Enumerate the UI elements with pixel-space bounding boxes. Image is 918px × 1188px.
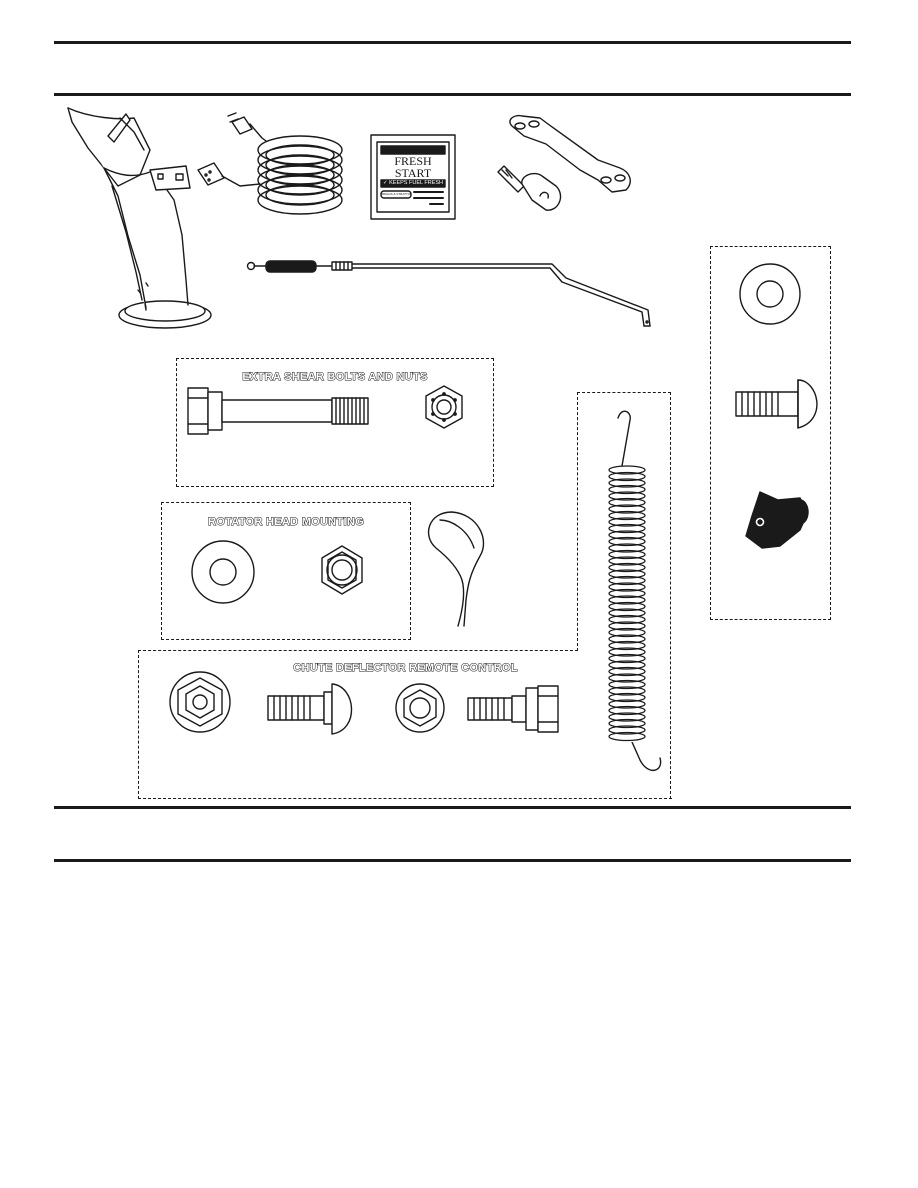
spring-coil	[608, 725, 646, 735]
spring-coil	[608, 569, 646, 579]
fuel-stabilizer-icon	[370, 134, 456, 220]
spring-coil	[608, 601, 646, 612]
carriage-bolt-icon	[267, 683, 353, 735]
hex-nut-icon	[425, 385, 463, 429]
spring-coil	[608, 640, 646, 651]
hex-nut-icon	[395, 683, 445, 733]
spring-coil	[608, 523, 646, 534]
spring-coil	[608, 718, 646, 729]
spring-coil	[608, 497, 646, 508]
fuel-package-line1: FRESH	[394, 154, 432, 168]
knob-icon	[745, 491, 809, 549]
chute-icon	[67, 107, 212, 329]
spring-coil	[608, 712, 646, 722]
spring-coil	[608, 549, 646, 560]
spring-coil	[608, 562, 646, 573]
spring-coil	[608, 666, 646, 677]
chute-deflector-box: CHUTE DEFLECTOR REMOTE CONTROL	[138, 650, 672, 799]
spring-coil	[608, 478, 646, 488]
spring-coil	[608, 686, 646, 696]
chute-deflector-title: CHUTE DEFLECTOR REMOTE CONTROL	[293, 662, 518, 675]
flat-washer-icon	[739, 263, 801, 325]
lock-nut-icon	[321, 545, 363, 595]
spring-coil	[608, 543, 646, 553]
spring-coil	[608, 705, 646, 716]
spring-coil	[608, 491, 646, 501]
spring-coil	[608, 627, 646, 638]
spring-coil	[608, 647, 646, 657]
spring-coil	[608, 556, 646, 566]
knob-parts-box	[710, 246, 831, 620]
hex-nut-icon	[169, 671, 231, 733]
shear-bolts-box: EXTRA SHEAR BOLTS AND NUTS	[176, 358, 494, 487]
spring-coil	[608, 575, 646, 586]
spring-coil	[608, 634, 646, 644]
extension-cord-icon	[197, 112, 343, 215]
spring-box-top-edge	[577, 392, 671, 393]
hairpin-clip-icon	[427, 511, 485, 627]
rotator-title: ROTATOR HEAD MOUNTING	[207, 516, 364, 529]
spring-coil	[608, 595, 646, 605]
spring-coil	[608, 484, 646, 495]
spring-box-right-edge	[670, 392, 671, 799]
spring-coil	[608, 510, 646, 521]
spring-coil	[608, 673, 646, 683]
spring-coil	[608, 504, 646, 514]
fuel-package-line2: START	[394, 166, 432, 180]
hex-bolt-icon	[467, 685, 559, 733]
hex-bolt-icon	[187, 387, 369, 435]
spring-box-left-edge	[577, 392, 578, 651]
spring-coil	[608, 621, 646, 631]
header-rule	[54, 93, 851, 96]
carriage-bolt-icon	[735, 379, 818, 429]
rotator-box: ROTATOR HEAD MOUNTING	[161, 502, 411, 640]
spring-coil	[608, 536, 646, 547]
spring-coil	[608, 731, 646, 742]
ignition-key-icon	[497, 165, 562, 211]
spring-coil	[608, 582, 646, 592]
spring-coil	[608, 692, 646, 703]
spring-coil	[608, 679, 646, 690]
fuel-package-tagline: ✓ KEEPS FUEL FRESH	[382, 180, 444, 186]
spring-coil	[608, 517, 646, 527]
shift-rod-icon	[246, 260, 651, 327]
chute-box-top-edge	[138, 650, 578, 651]
footer-rule-top	[54, 806, 851, 809]
spring-coils	[608, 465, 646, 742]
fuel-package-brand: BRIGGS & STRATTON	[381, 192, 411, 196]
key-plate-icon	[509, 114, 631, 193]
top-rule	[54, 41, 851, 44]
spring-coil	[608, 653, 646, 664]
spring-coil	[608, 588, 646, 599]
spring-coil	[608, 465, 646, 475]
spring-coil	[608, 608, 646, 618]
spring-coil	[608, 660, 646, 670]
spring-coil	[608, 530, 646, 540]
spring-coil	[608, 614, 646, 625]
shear-bolts-title: EXTRA SHEAR BOLTS AND NUTS	[242, 371, 428, 384]
flat-washer-icon	[191, 540, 255, 604]
spring-coil	[608, 471, 646, 482]
footer-rule-bottom	[54, 859, 851, 862]
spring-coil	[608, 699, 646, 709]
